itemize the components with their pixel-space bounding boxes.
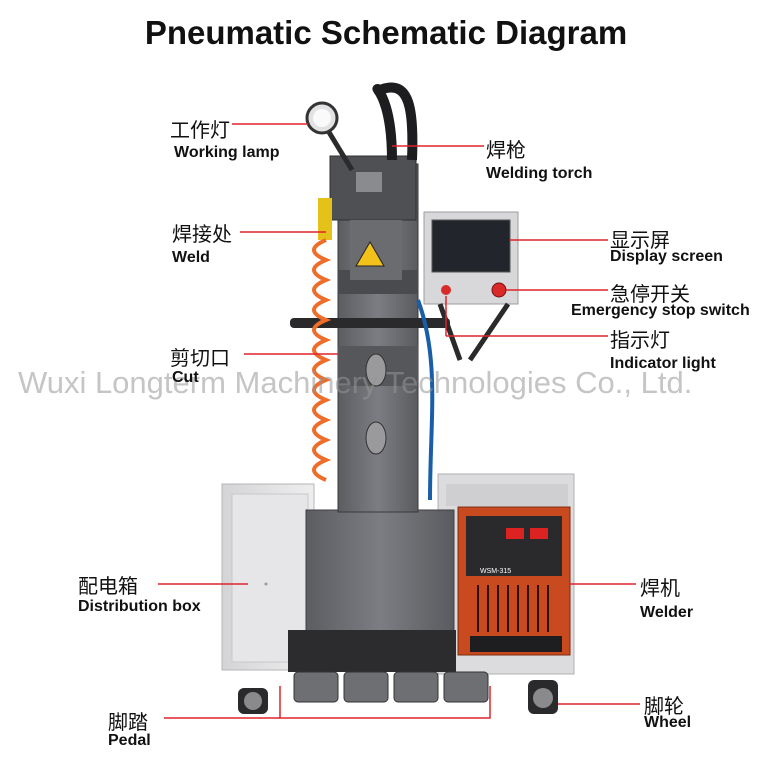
label-distribution-box-zh: 配电箱 [78,574,138,598]
label-working-lamp-en: Working lamp [174,144,280,161]
pneumatic-coil-hose [312,238,332,482]
label-distribution-box-en: Distribution box [78,598,201,615]
machine-base [288,509,456,672]
label-indicator-light-en: Indicator light [610,355,716,372]
blue-hose [416,299,435,501]
label-welding-torch-zh: 焊枪 [486,138,526,162]
wheels [238,680,558,714]
label-indicator-light-zh: 指示灯 [610,328,670,352]
leader-lines [158,123,640,719]
label-display-screen-zh: 显示屏 [610,228,670,252]
label-cut-en: Cut [172,369,199,386]
watermark: Wuxi Longterm Machinery Technologies Co.… [18,365,693,400]
label-cut-zh: 剪切口 [170,346,230,370]
welding-torch-hose [372,82,418,161]
label-welding-torch-en: Welding torch [486,165,593,182]
weld-head [318,155,417,280]
label-welder-en: Welder [640,604,694,621]
label-pedal-en: Pedal [108,732,151,749]
working-lamp [305,101,355,172]
label-emergency-stop-zh: 急停开关 [610,282,690,306]
pedals [293,671,489,703]
control-panel [423,211,519,362]
label-wheel-en: Wheel [644,714,692,731]
label-working-lamp-zh: 工作灯 [170,118,230,142]
label-wheel-zh: 脚轮 [644,694,684,718]
label-weld-zh: 焊接处 [172,222,232,246]
label-welder-zh: 焊机 [640,576,680,600]
welder-machine: WSM-315 [457,506,571,656]
diagram-title: Pneumatic Schematic Diagram [144,14,628,51]
welder-model-label: WSM-315 [480,568,511,575]
label-emergency-stop-en: Emergency stop switch [571,302,750,319]
label-weld-en: Weld [172,249,210,266]
label-display-screen-en: Display screen [610,248,723,265]
label-pedal-zh: 脚踏 [108,710,148,734]
